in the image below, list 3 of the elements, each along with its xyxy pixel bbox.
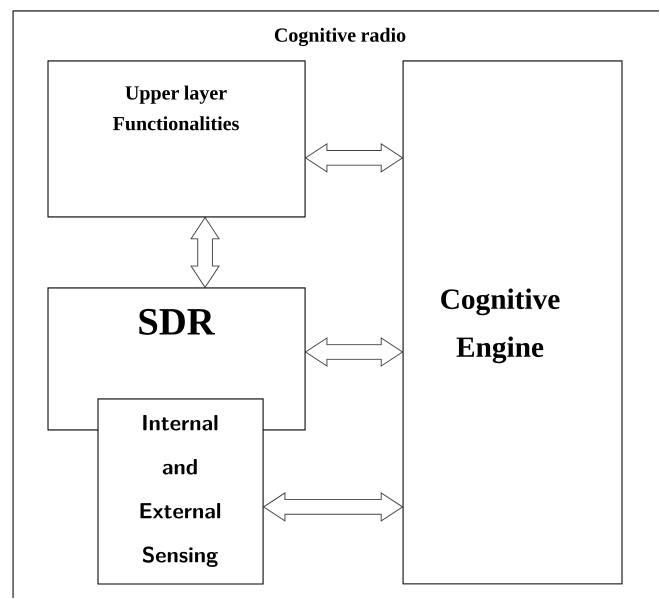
block-box: Upper layer Functionalities (47, 60, 306, 218)
block-box: Cognitive Engine (402, 60, 623, 584)
block-box: Internal and External Sensing (97, 398, 264, 585)
